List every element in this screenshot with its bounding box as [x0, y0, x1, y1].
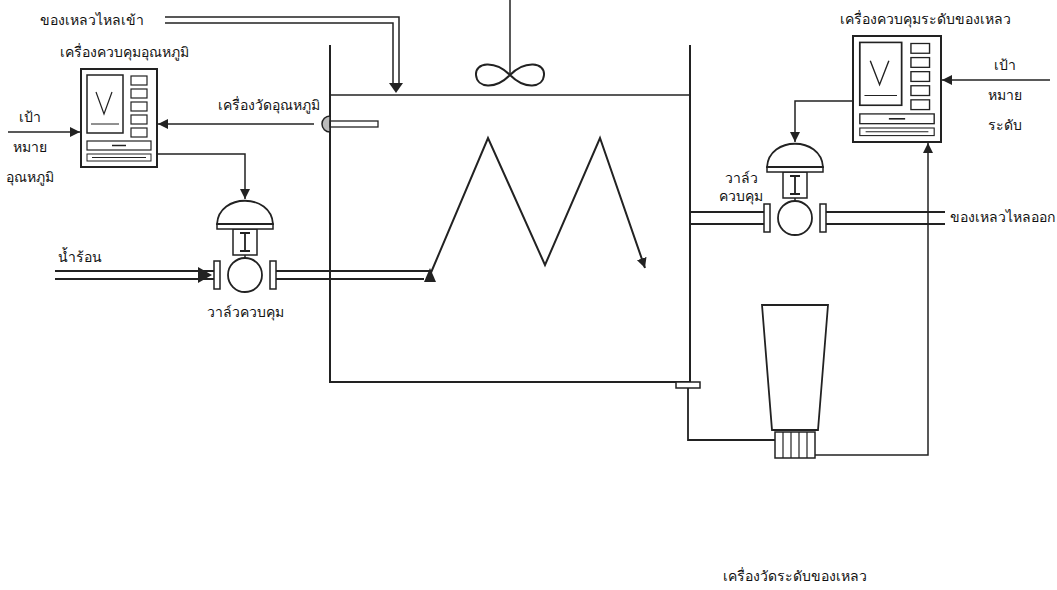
setpoint-label: เป้าหมาย อุณหภูมิ	[6, 102, 54, 192]
level-transmitter: เครื่องวัดระดับของเหลว	[758, 300, 832, 465]
signal-line	[158, 123, 314, 125]
caption-holder: เครื่องควบคุมระดับของเหลว	[840, 11, 1011, 29]
caption-holder: เครื่องวัดอุณหภูมิ	[218, 97, 320, 115]
caption-holder: เครื่องควบคุมอุณหภูมิ	[60, 44, 189, 62]
label-holder: ของเหลวไหลเข้า	[40, 12, 144, 30]
flow-label: ของเหลวไหลออก	[950, 209, 1055, 227]
node-caption: เครื่องควบคุมอุณหภูมิ	[60, 44, 189, 62]
signal-line	[832, 143, 928, 455]
temperature-controller: เครื่องควบคุมอุณหภูมิ	[80, 68, 158, 168]
flow-label: น้ำร้อน	[58, 249, 102, 267]
setpoint-label: เป้าหมาย ระดับ	[988, 50, 1022, 140]
label-holder: ของเหลวไหลออก	[950, 209, 1055, 227]
node-caption: เครื่องควบคุมระดับของเหลว	[840, 11, 1011, 29]
node-caption: วาล์วควบคุม	[207, 304, 284, 322]
caption-holder: เครื่องวัดระดับของเหลว	[723, 568, 867, 586]
level-controller: เครื่องควบคุมระดับของเหลว	[852, 35, 942, 143]
temperature-sensor: เครื่องวัดอุณหภูมิ	[314, 114, 332, 134]
controller-faceplate	[854, 37, 940, 141]
control-valve: วาล์ว ควบคุม	[765, 142, 825, 245]
signal-line	[158, 154, 245, 199]
label-holder: เป้าหมาย ระดับ	[988, 50, 1022, 140]
signal-line	[795, 101, 852, 142]
node-caption: วาล์ว ควบคุม	[719, 169, 763, 205]
node-caption: เครื่องวัดอุณหภูมิ	[218, 97, 320, 115]
caption-holder: วาล์วควบคุม	[207, 304, 284, 322]
caption-holder: วาล์ว ควบคุม	[719, 169, 763, 205]
control-valve: วาล์วควบคุม	[215, 199, 275, 300]
label-holder: น้ำร้อน	[58, 249, 102, 267]
flow-label: ของเหลวไหลเข้า	[40, 12, 144, 30]
controller-faceplate	[82, 70, 156, 166]
label-holder: เป้าหมาย อุณหภูมิ	[6, 102, 54, 192]
node-caption: เครื่องวัดระดับของเหลว	[723, 568, 867, 586]
